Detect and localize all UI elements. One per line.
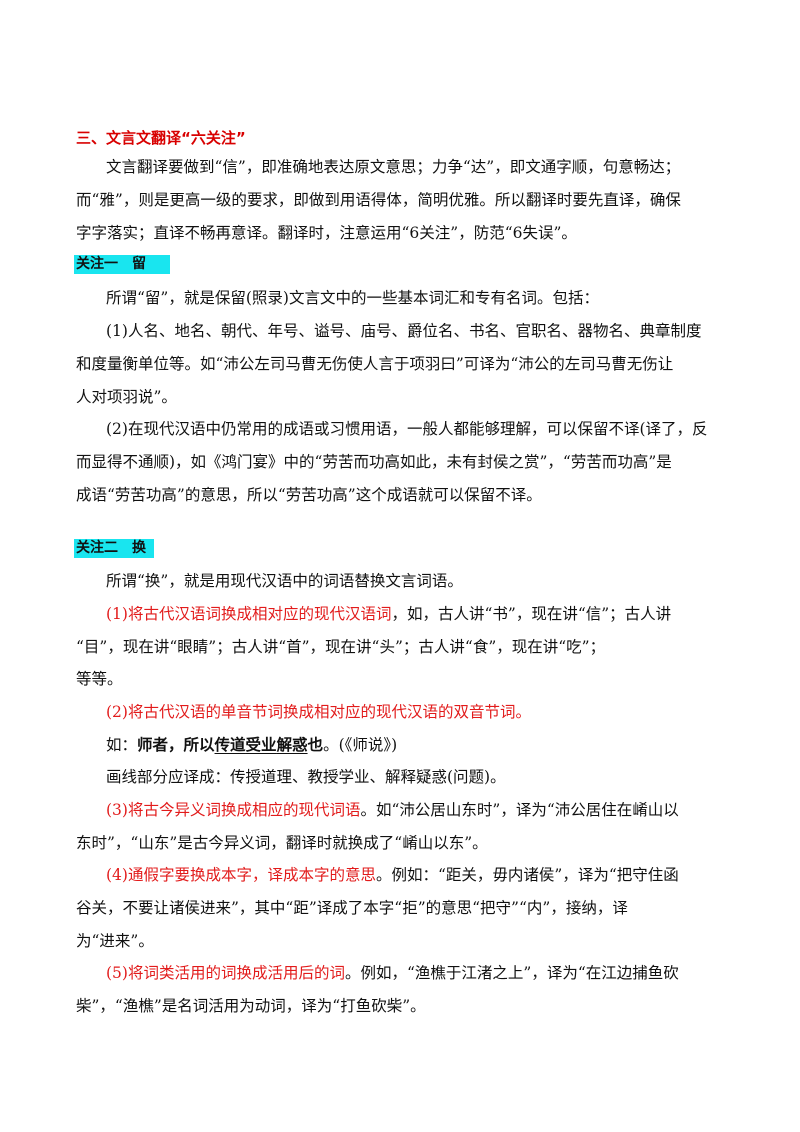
intro-line-1: 文言翻译要做到“信”，即准确地表达原文意思；力争“达”，即文通字顺，句意畅达； bbox=[106, 158, 681, 176]
focus-two-item-4-line-2: 谷关，不要让诸侯进来”，其中“距”译成了本字“拒”的意思“把守”“内”，接纳，译 bbox=[76, 899, 628, 917]
focus-two-item-3-line-2: 东时”，“山东”是古今异义词，翻译时就换成了“崤山以东”。 bbox=[76, 834, 488, 852]
item-1-rule: (1)将古代汉语词换成相对应的现代汉语词 bbox=[106, 605, 392, 623]
focus-two-item-5-line-2: 柴”，“渔樵”是名词活用为动词，译为“打鱼砍柴”。 bbox=[76, 997, 426, 1015]
example-translation: 画线部分应译成：传授道理、教授学业、解释疑惑(问题)。 bbox=[106, 768, 506, 786]
intro-line-2: 而“雅”，则是更高一级的要求，即做到用语得体，简明优雅。所以翻译时要先直译，确保 bbox=[76, 191, 681, 209]
example-quote-start: 师者，所以 bbox=[137, 736, 215, 754]
underlined-word-2: 受业 bbox=[245, 736, 277, 754]
focus-one-definition: 所谓“留”，就是保留(照录)文言文中的一些基本词汇和专有名词。包括： bbox=[106, 289, 599, 307]
item-3-text: 。如“沛公居山东时”，译为“沛公居住在崤山以 bbox=[360, 801, 679, 819]
focus-two-item-1-line-2: “目”，现在讲“眼睛”；古人讲“首”，现在讲“头”；古人讲“食”，现在讲“吃”； bbox=[76, 638, 606, 656]
focus-two-item-4-line-3: 为“进来”。 bbox=[76, 932, 154, 950]
focus-one-item-2-line-3: 成语“劳苦功高”的意思，所以“劳苦功高”这个成语就可以保留不译。 bbox=[76, 486, 542, 504]
item-5-text: 。例如，“渔樵于江渚之上”，译为“在江边捕鱼砍 bbox=[344, 964, 679, 982]
example-sentence: 如：师者，所以传道受业解惑也。(《师说》) bbox=[106, 735, 726, 755]
underlined-word-1: 传道 bbox=[214, 736, 246, 754]
focus-two-definition: 所谓“换”，就是用现代汉语中的词语替换文言词语。 bbox=[106, 572, 463, 590]
focus-one-item-2-line-2: 而显得不通顺)，如《鸿门宴》中的“劳苦而功高如此，未有封侯之赏”，“劳苦而功高”… bbox=[76, 453, 672, 471]
item-4-rule: (4)通假字要换成本字，译成本字的意思 bbox=[106, 866, 376, 884]
item-3-rule: (3)将古今异义词换成相应的现代词语 bbox=[106, 801, 361, 819]
focus-one-item-1-line-3: 人对项羽说”。 bbox=[76, 388, 177, 406]
focus-one-heading: 关注一 留 bbox=[74, 255, 170, 274]
focus-one-item-1-line-1: (1)人名、地名、朝代、年号、谥号、庙号、爵位名、书名、官职名、器物名、典章制度 bbox=[106, 322, 702, 340]
focus-two-item-3-line-1: (3)将古今异义词换成相应的现代词语。如“沛公居山东时”，译为“沛公居住在崤山以 bbox=[106, 800, 726, 820]
item-1-text: ，如，古人讲“书”，现在讲“信”；古人讲 bbox=[391, 605, 672, 623]
focus-two-item-2-rule: (2)将古代汉语的单音节词换成相对应的现代汉语的双音节词。 bbox=[106, 703, 531, 721]
focus-two-item-4-line-1: (4)通假字要换成本字，译成本字的意思。例如：“距关，毋内诸侯”，译为“把守住函 bbox=[106, 865, 726, 885]
item-4-text: 。例如：“距关，毋内诸侯”，译为“把守住函 bbox=[375, 866, 679, 884]
section-title: 三、文言文翻译“六关注” bbox=[76, 129, 246, 147]
example-prefix: 如： bbox=[106, 736, 138, 754]
focus-two-item-1-line-3: 等等。 bbox=[76, 670, 123, 688]
focus-two-heading: 关注二 换 bbox=[74, 539, 154, 558]
example-quote-end: 也 bbox=[307, 736, 324, 754]
focus-two-item-5-line-1: (5)将词类活用的词换成活用后的词。例如，“渔樵于江渚之上”，译为“在江边捕鱼砍 bbox=[106, 963, 726, 983]
focus-one-item-1-line-2: 和度量衡单位等。如“沛公左司马曹无伤使人言于项羽曰”可译为“沛公的左司马曹无伤让 bbox=[76, 355, 674, 373]
focus-one-item-2-line-1: (2)在现代汉语中仍常用的成语或习惯用语，一般人都能够理解，可以保留不译(译了，… bbox=[106, 420, 708, 438]
intro-line-3: 字字落实；直译不畅再意译。翻译时，注意运用“6关注”，防范“6失误”。 bbox=[76, 224, 577, 242]
item-5-rule: (5)将词类活用的词换成活用后的词 bbox=[106, 964, 345, 982]
example-source: 。(《师说》) bbox=[323, 736, 398, 754]
focus-two-item-1-line-1: (1)将古代汉语词换成相对应的现代汉语词，如，古人讲“书”，现在讲“信”；古人讲 bbox=[106, 604, 726, 624]
underlined-word-3: 解惑 bbox=[276, 736, 308, 754]
